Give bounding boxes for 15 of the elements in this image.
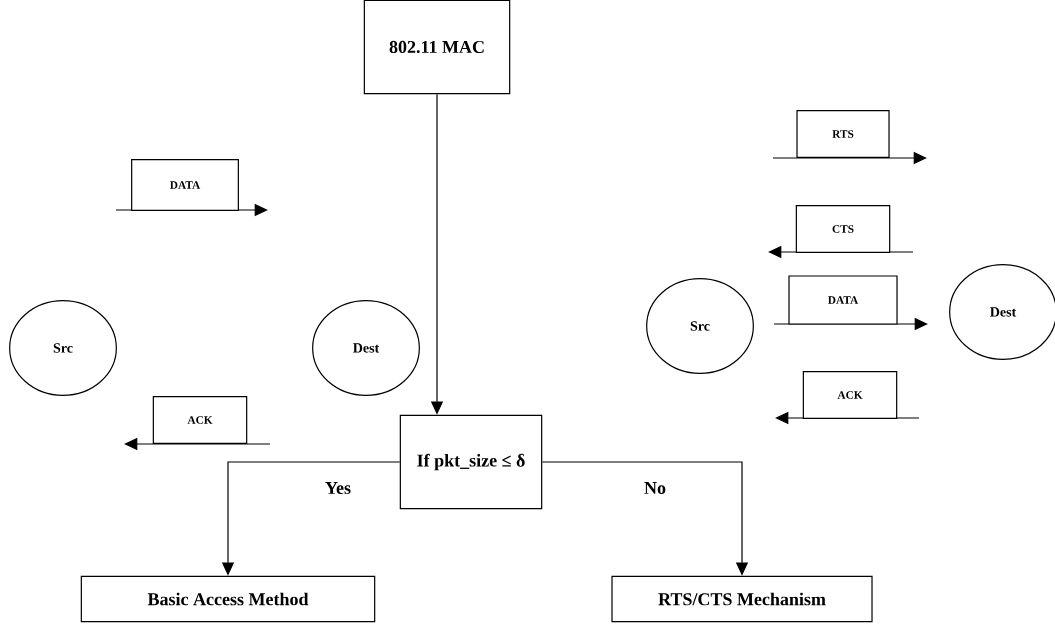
process-box: Basic Access Method — [80, 575, 376, 623]
process-box: If pkt_size ≤ δ — [399, 414, 543, 510]
frame-box: DATA — [788, 275, 898, 325]
circle-node: Src — [9, 300, 117, 396]
frame-box: ACK — [802, 371, 898, 419]
process-box: 802.11 MAC — [363, 0, 511, 95]
process-box: RTS/CTS Mechanism — [611, 575, 873, 623]
circle-node: Src — [646, 278, 754, 374]
frame-box: ACK — [152, 396, 248, 444]
frame-box: DATA — [131, 159, 239, 211]
frame-box: CTS — [795, 205, 891, 253]
circle-node: Dest — [312, 300, 420, 396]
edge-label: Yes — [323, 480, 353, 496]
edge-label: No — [642, 480, 668, 496]
frame-box: RTS — [796, 110, 890, 158]
